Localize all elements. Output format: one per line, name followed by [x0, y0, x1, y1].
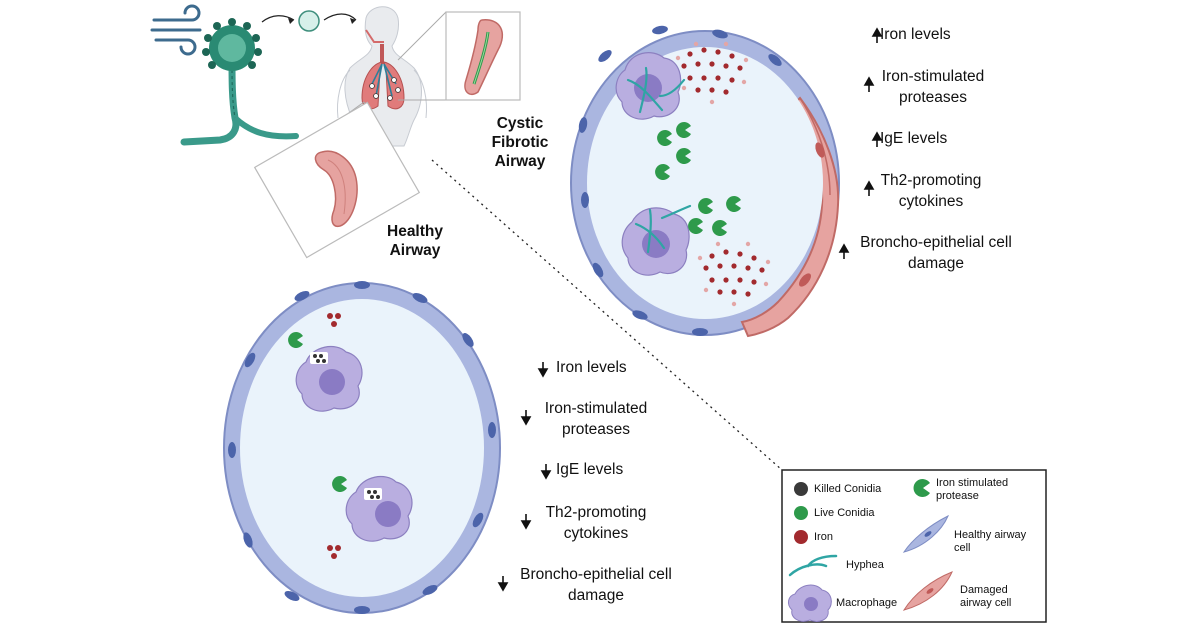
cf-effect-line: Iron levels: [880, 26, 951, 43]
legend-box: [781, 469, 1047, 623]
healthy-effect-line: damage: [567, 587, 624, 604]
cf-effect-iron-levels: Iron levels: [880, 24, 980, 45]
legend-line: Damaged: [960, 584, 1008, 596]
conidium-spore-icon: [298, 10, 320, 32]
cf-effect-line: proteases: [898, 89, 968, 106]
up-arrow-icon: [838, 243, 850, 259]
down-arrow-icon: [497, 576, 509, 592]
healthy-effect-damage: Broncho-epithelial cell damage: [506, 564, 686, 606]
cf-airway-title-line: Fibrotic: [491, 134, 549, 151]
cf-effect-proteases: Iron-stimulated proteases: [868, 66, 998, 108]
healthy-airway-cross-section: [223, 281, 501, 614]
macrophage-icon: [787, 584, 832, 623]
healthy-effect-line: proteases: [561, 421, 631, 438]
legend-line: Iron stimulated: [936, 477, 1009, 489]
legend-line: cell: [954, 542, 971, 554]
cf-proteases: [655, 121, 741, 236]
legend-damaged-cell: Damaged airway cell: [960, 584, 1011, 610]
down-arrow-icon: [540, 464, 552, 480]
healthy-effect-line: Broncho-epithelial cell: [520, 566, 672, 583]
arrow-to-human-icon: [323, 13, 357, 24]
cf-effect-line: damage: [907, 255, 964, 272]
healthy-proteases: [288, 331, 347, 492]
healthy-macrophage-top: [295, 345, 363, 412]
cf-effect-ige: IgE levels: [880, 128, 980, 149]
up-arrow-icon: [871, 27, 883, 43]
legend-healthy-cell: Healthy airway cell: [954, 529, 1026, 555]
iron-icon: [794, 530, 808, 544]
legend-line: protease: [936, 490, 979, 502]
healthy-iron-clusters: [327, 313, 341, 559]
wind-icon: [150, 4, 202, 56]
healthy-airway-zoom-box: [253, 101, 421, 259]
cf-effect-line: Th2-promoting: [880, 172, 982, 189]
healthy-airway-title: Healthy Airway: [374, 222, 456, 260]
up-arrow-icon: [863, 180, 875, 196]
down-arrow-icon: [537, 362, 549, 378]
hyphea-icon: [788, 554, 838, 577]
healthy-effect-proteases: Iron-stimulated proteases: [530, 398, 662, 440]
cf-effect-line: IgE levels: [880, 130, 948, 147]
down-arrow-icon: [520, 514, 532, 530]
legend-line: airway cell: [960, 597, 1012, 609]
healthy-effect-th2: Th2-promoting cytokines: [530, 502, 662, 544]
healthy-effect-iron-levels: Iron levels: [556, 357, 656, 378]
healthy-macrophage-bottom: [345, 475, 413, 542]
cf-airway-title: Cystic Fibrotic Airway: [474, 114, 566, 171]
cf-up-arrows: [838, 27, 883, 259]
healthy-airway-title-line: Airway: [389, 242, 441, 259]
legend-line: Healthy airway: [954, 529, 1027, 541]
cf-iron-cluster-top: [675, 41, 749, 105]
healthy-effect-ige: IgE levels: [556, 459, 656, 480]
cf-iron-cluster-bottom: [697, 241, 771, 307]
arrow-to-conidium-icon: [261, 15, 295, 24]
killed-conidia-icon: [794, 482, 808, 496]
cf-effect-line: cytokines: [898, 193, 964, 210]
iron-protease-icon: [913, 478, 930, 497]
healthy-effect-line: Th2-promoting: [545, 504, 647, 521]
up-arrow-icon: [871, 131, 883, 147]
healthy-effect-line: Iron-stimulated: [544, 400, 648, 417]
cf-effect-line: Iron-stimulated: [881, 68, 985, 85]
legend-iron-protease: Iron stimulated protease: [936, 477, 1008, 503]
legend-macrophage: Macrophage: [836, 597, 898, 609]
healthy-effect-line: IgE levels: [556, 461, 624, 478]
cf-airway-title-line: Cystic: [496, 115, 544, 132]
cf-airway-zoom-box: [397, 11, 521, 101]
cf-effect-th2: Th2-promoting cytokines: [866, 170, 996, 212]
cf-effect-damage: Broncho-epithelial cell damage: [846, 232, 1026, 274]
legend-killed-conidia: Killed Conidia: [814, 483, 882, 495]
cf-macrophage-bottom: [621, 204, 692, 276]
healthy-down-arrows: [497, 362, 552, 592]
cf-effect-line: Broncho-epithelial cell: [860, 234, 1012, 251]
healthy-effect-line: Iron levels: [556, 359, 627, 376]
legend-live-conidia: Live Conidia: [814, 507, 875, 519]
live-conidia-icon: [794, 506, 808, 520]
down-arrow-icon: [520, 410, 532, 426]
up-arrow-icon: [863, 76, 875, 92]
cf-macrophage-top: [615, 52, 686, 120]
healthy-airway-title-line: Healthy: [387, 223, 443, 240]
legend-hyphea: Hyphea: [846, 559, 884, 571]
aspergillus-fungus-icon: [180, 18, 299, 146]
cf-airway-title-line: Airway: [494, 153, 546, 170]
legend-iron: Iron: [814, 531, 833, 543]
healthy-effect-line: cytokines: [563, 525, 629, 542]
